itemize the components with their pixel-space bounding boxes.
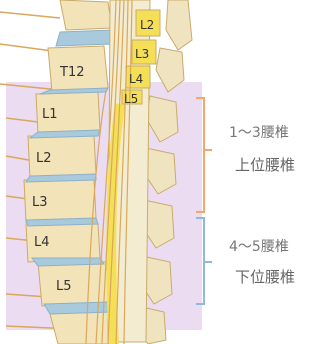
vertebra-t11 (60, 0, 112, 30)
label-l1: L1 (42, 107, 58, 122)
cord-label-l4: L4 (129, 72, 143, 86)
lower-lumbar-range: 4～5腰椎 (229, 236, 289, 256)
upper-lumbar-name: 上位腰椎 (235, 154, 295, 175)
label-l4: L4 (34, 235, 50, 250)
label-l2: L2 (36, 151, 52, 166)
upper-lumbar-range: 1～3腰椎 (229, 122, 289, 142)
cord-label-l2: L2 (140, 18, 154, 32)
label-l5: L5 (56, 279, 72, 294)
label-l3: L3 (32, 195, 48, 210)
lower-lumbar-name: 下位腰椎 (235, 266, 295, 287)
label-t12: T12 (59, 65, 84, 80)
cord-label-l5: L5 (124, 92, 138, 106)
cord-label-l3: L3 (135, 47, 149, 61)
